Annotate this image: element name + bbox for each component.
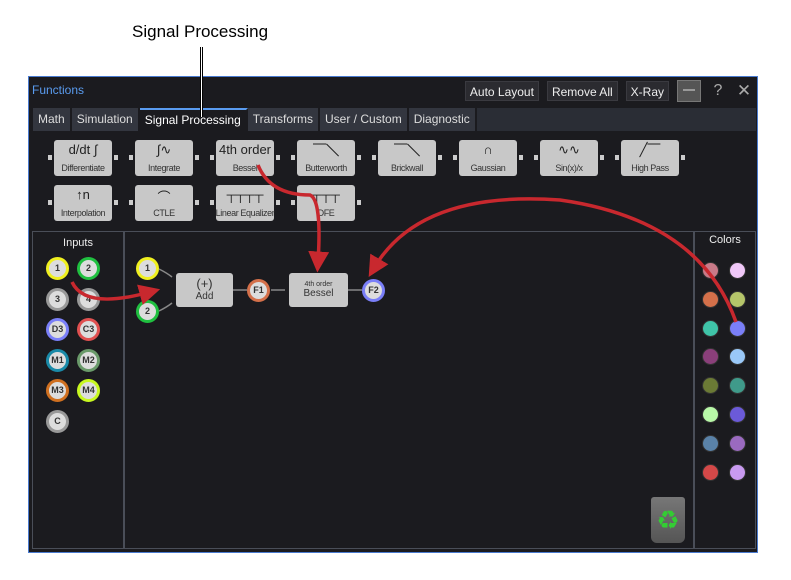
input-m1[interactable]: M1 (46, 348, 69, 372)
help-button[interactable]: ? (713, 82, 723, 99)
palette-glyph-icon: ↑n (76, 187, 90, 202)
input-c[interactable]: C (46, 409, 69, 433)
palette-glyph-icon: ∿∿ (558, 142, 580, 157)
input-c3[interactable]: C3 (77, 318, 100, 341)
palette-label: Bessel (232, 163, 258, 173)
palette-label: Interpolation (60, 208, 106, 218)
input-2[interactable]: 2 (77, 257, 100, 280)
tab-user-custom[interactable]: User / Custom (320, 108, 409, 131)
palette-glyph-icon: ⎺╲ (312, 142, 339, 157)
color-swatch[interactable] (702, 377, 719, 395)
palette-sin-x-x[interactable]: ∿∿ Sin(x)/x (534, 140, 604, 176)
palette-ctle[interactable]: ⌒ CTLE (129, 185, 199, 221)
palette-brickwall[interactable]: ⎺╲ Brickwall (372, 140, 442, 176)
palette-glyph-icon: ┬┬┬┬ (226, 187, 264, 202)
tab-transforms[interactable]: Transforms (247, 108, 321, 131)
color-swatch[interactable] (729, 463, 746, 481)
add-label: Add (195, 291, 214, 302)
palette-glyph-icon: ╱⎺ (639, 142, 661, 157)
close-button[interactable]: ✕ (736, 81, 752, 100)
palette-label: Brickwall (391, 163, 423, 173)
add-block[interactable]: (+) Add (176, 273, 233, 307)
canvas-input-1[interactable]: 1 (136, 257, 159, 280)
input-m4[interactable]: M4 (77, 379, 100, 402)
palette-label: Butterworth (305, 163, 347, 173)
title-toolbar: Auto Layout Remove All X-Ray ? ✕ (464, 80, 753, 102)
f1-node[interactable]: F1 (247, 279, 270, 302)
palette-glyph-icon: ⌒ (157, 190, 171, 205)
palette-glyph-icon: ⎺╲ (393, 142, 420, 157)
bessel-label: Bessel (303, 288, 334, 299)
palette-label: Integrate (148, 163, 180, 173)
remove-all-button[interactable]: Remove All (546, 81, 618, 101)
tab-bar: Math Simulation Signal Processing Transf… (33, 108, 756, 131)
tab-simulation[interactable]: Simulation (71, 108, 140, 131)
input-m3[interactable]: M3 (46, 379, 69, 402)
palette-glyph-icon: d/dt ∫ (68, 142, 98, 157)
input-d3[interactable]: D3 (46, 318, 69, 341)
add-symbol: (+) (196, 276, 213, 291)
inputs-title: Inputs (63, 237, 93, 249)
input-3[interactable]: 3 (46, 287, 69, 311)
color-swatch[interactable] (729, 377, 746, 395)
palette-glyph-icon: 4th order (218, 142, 272, 157)
color-swatch[interactable] (702, 348, 719, 366)
color-swatch[interactable] (702, 463, 719, 481)
connection-wires (158, 268, 362, 312)
tab-signal-processing[interactable]: Signal Processing (139, 108, 248, 131)
palette-label: CTLE (153, 208, 175, 218)
color-swatch[interactable] (729, 406, 746, 423)
annotation-pointer (200, 47, 203, 117)
palette-high-pass[interactable]: ╱⎺ High Pass (615, 140, 685, 176)
bessel-block[interactable]: 4th order Bessel (289, 273, 348, 307)
color-swatch[interactable] (702, 406, 719, 423)
trash-icon[interactable]: ♻ (651, 497, 685, 543)
window-title: Functions (32, 83, 85, 97)
color-swatch[interactable] (729, 348, 746, 366)
auto-layout-button[interactable]: Auto Layout (464, 81, 539, 101)
palette-label: Gaussian (470, 163, 506, 173)
xray-button[interactable]: X-Ray (625, 81, 669, 101)
palette-glyph-icon: ∫∿ (156, 142, 172, 157)
palette-label: Sin(x)/x (555, 163, 583, 173)
color-swatch[interactable] (729, 434, 746, 452)
palette-label: DFE (317, 208, 335, 218)
bessel-glyph: 4th order (304, 281, 333, 288)
palette-glyph-icon: ∩ (483, 142, 493, 157)
tab-math[interactable]: Math (33, 108, 72, 131)
input-1[interactable]: 1 (46, 257, 69, 280)
palette-label: High Pass (631, 163, 669, 173)
color-swatch[interactable] (702, 434, 719, 452)
tab-diagnostic[interactable]: Diagnostic (408, 108, 477, 131)
annotation-label: Signal Processing (132, 22, 269, 41)
input-m2[interactable]: M2 (77, 348, 100, 372)
minimize-button[interactable] (677, 80, 701, 102)
functions-window: Functions Auto Layout Remove All X-Ray ?… (28, 76, 758, 553)
palette-differentiate[interactable]: d/dt ∫ Differentiate (48, 140, 118, 176)
palette-gaussian[interactable]: ∩ Gaussian (453, 140, 523, 176)
palette-integrate[interactable]: ∫∿ Integrate (129, 140, 199, 176)
palette-label: Linear Equalizer (215, 208, 275, 218)
palette-label: Differentiate (61, 163, 105, 173)
